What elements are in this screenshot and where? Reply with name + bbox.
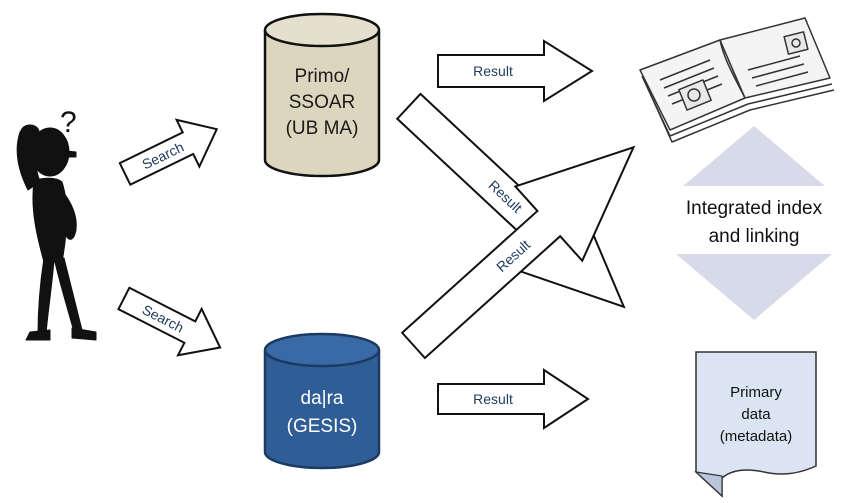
result-label-top: Result bbox=[473, 63, 513, 79]
index-line2: and linking bbox=[709, 226, 800, 247]
database-primo-ssoar: Primo/ SSOAR (UB MA) bbox=[263, 12, 381, 178]
result-label-bottom: Result bbox=[473, 391, 513, 407]
db1-line2: SSOAR bbox=[289, 92, 356, 113]
db2-line1: da|ra bbox=[301, 388, 344, 409]
database-dara-gesis: da|ra (GESIS) bbox=[263, 332, 381, 470]
doc-line2: data bbox=[741, 406, 771, 423]
primary-data-document: Primary data (metadata) bbox=[694, 351, 817, 498]
db2-line2: (GESIS) bbox=[287, 416, 358, 437]
open-book-icon bbox=[639, 17, 835, 143]
doc-line3: (metadata) bbox=[720, 428, 793, 445]
db1-line1: Primo/ bbox=[295, 66, 351, 87]
index-line1: Integrated index bbox=[686, 198, 823, 219]
search-arrow-upper: Search bbox=[118, 118, 219, 187]
result-arrow-top: Result bbox=[437, 39, 594, 103]
db1-line3: (UB MA) bbox=[286, 118, 359, 139]
question-mark: ? bbox=[60, 106, 77, 139]
integrated-index-arrow: Integrated index and linking bbox=[663, 126, 845, 320]
search-arrow-lower: Search bbox=[117, 286, 222, 357]
result-arrow-bottom: Result bbox=[437, 368, 590, 430]
result-arrow-diagonal-up: Result bbox=[400, 145, 636, 360]
doc-line1: Primary bbox=[730, 384, 782, 401]
result-arrow-diagonal-down: Result bbox=[395, 92, 626, 309]
thinking-person-icon bbox=[16, 124, 97, 341]
